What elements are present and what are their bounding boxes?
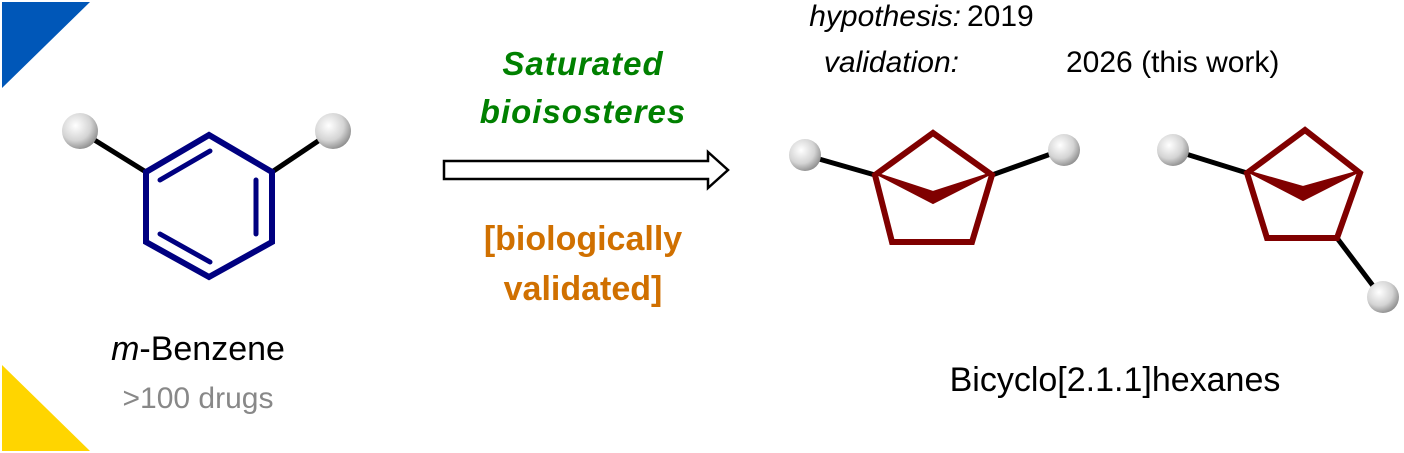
hypothesis-label: hypothesis: (809, 0, 961, 33)
benzene-prefix: m (111, 330, 140, 368)
benzene-label: m-Benzene (80, 332, 316, 366)
arrow-label-bottom-1: [biologically (483, 220, 683, 258)
product-label: Bicyclo[2.1.1]hexanes (949, 361, 1281, 399)
arrow-label-top-2: bioisosteres (479, 93, 687, 130)
benzene-name: -Benzene (139, 330, 285, 368)
yellow-corner-triangle (2, 365, 90, 451)
m-benzene-structure (62, 113, 351, 281)
reaction-arrow (442, 149, 730, 191)
arrow-label-bottom-2: validated] (503, 270, 663, 308)
hypothesis-year: 2019 (967, 0, 1034, 33)
substituent-ball (62, 113, 98, 149)
bch-structure-1 (789, 129, 1080, 245)
validation-year: 2026 (this work) (1066, 46, 1280, 79)
arrow-label-top-1: Saturated (502, 45, 664, 82)
bch-structure-2 (1157, 126, 1399, 313)
substituent-ball (1157, 134, 1189, 166)
substituent-ball (789, 139, 821, 171)
validation-label: validation: (823, 46, 959, 79)
substituent-ball (1048, 134, 1080, 166)
substituent-ball (315, 113, 351, 149)
drug-count: >100 drugs (122, 382, 274, 415)
blue-corner-triangle (2, 2, 90, 88)
substituent-ball (1367, 281, 1399, 313)
